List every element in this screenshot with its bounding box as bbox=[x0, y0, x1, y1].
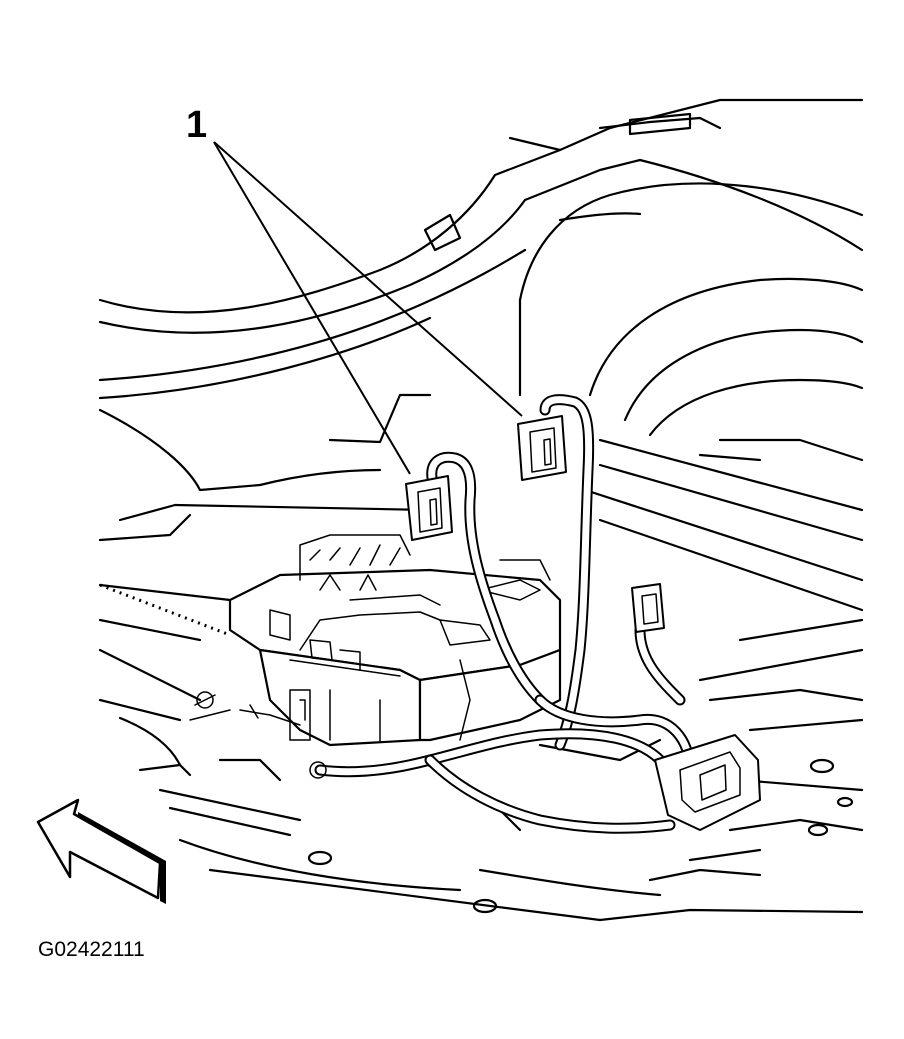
forward-arrow-icon bbox=[36, 798, 166, 904]
callout-1-label: 1 bbox=[186, 104, 207, 146]
callout-1-leaders bbox=[213, 141, 523, 475]
wiring-harness bbox=[239, 394, 696, 834]
connector-small bbox=[631, 583, 665, 633]
connector-front bbox=[654, 734, 761, 831]
connector-right bbox=[517, 415, 567, 481]
connector-left bbox=[405, 475, 453, 541]
figure-id: G02422111 bbox=[38, 938, 145, 961]
floor-pan-contours bbox=[98, 98, 864, 922]
